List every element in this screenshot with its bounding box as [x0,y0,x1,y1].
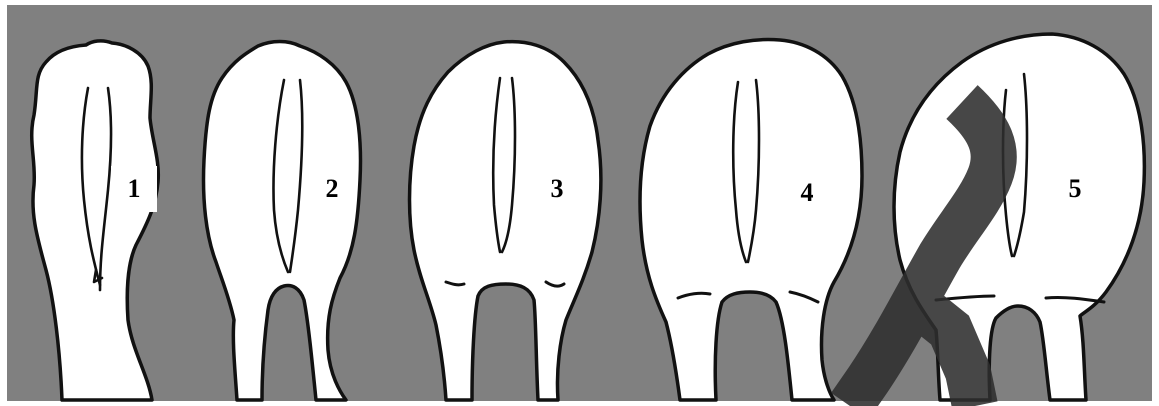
score-label-4: 4 [801,178,814,207]
score-label-5: 5 [1069,174,1082,203]
score-label-2: 2 [326,174,339,203]
score-label-3: 3 [551,174,564,203]
score-label-1: 1 [128,174,141,203]
